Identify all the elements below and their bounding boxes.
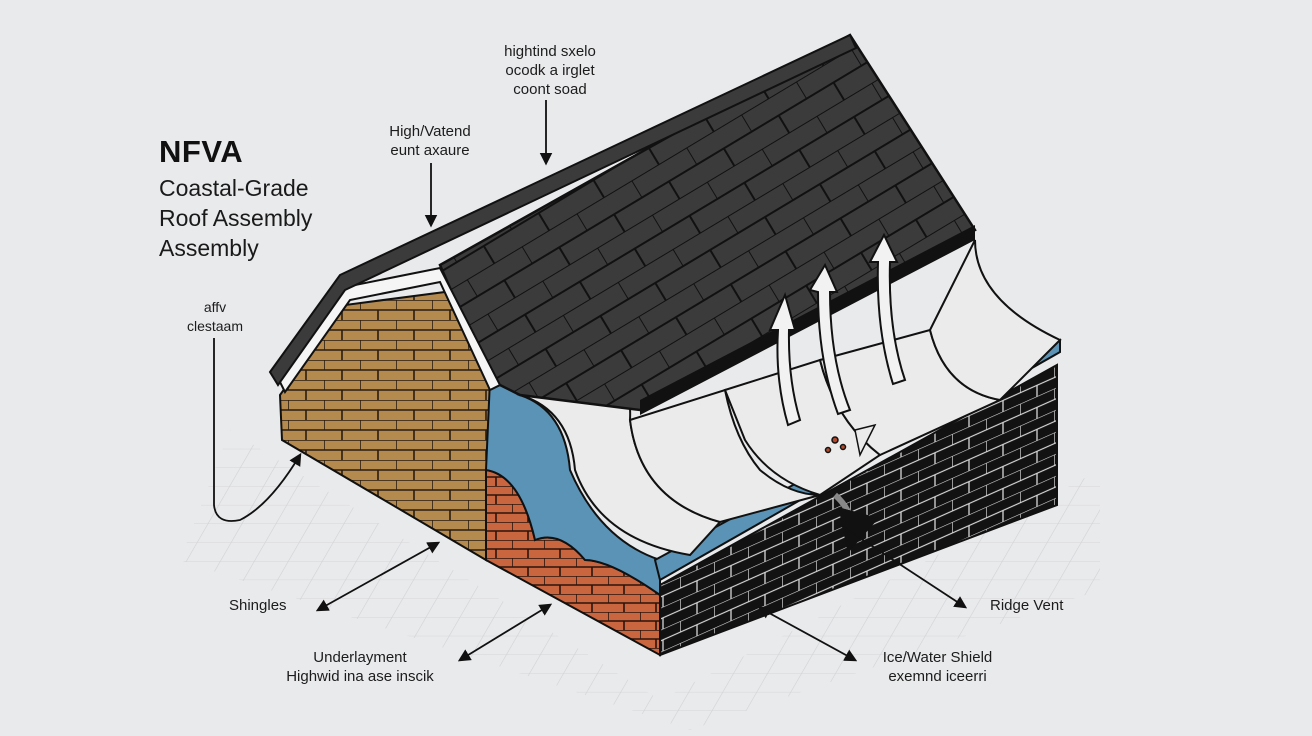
- label-underlayment-line-1: Underlayment: [313, 649, 407, 666]
- airflow-arrows: [768, 232, 907, 427]
- blue-membrane-section: [484, 378, 661, 597]
- label-shingles: Shingles: [229, 597, 287, 614]
- label-underlayment-line-2: Highwid ina ase inscik: [286, 668, 434, 685]
- callout-lines: [213, 100, 968, 662]
- title-line-2: Roof Assembly: [159, 205, 313, 231]
- title-main: NFVA: [159, 134, 244, 169]
- title-line-1: Coastal-Grade: [159, 175, 309, 201]
- gable-fascia: [276, 266, 502, 394]
- label-underlayment: Underlayment Highwid ina ase inscik: [270, 648, 450, 686]
- callout-top-right-line-2: ocodk a irglet: [505, 62, 595, 79]
- downflow-arrow: [832, 492, 879, 554]
- callout-left-line-2: clestaam: [186, 318, 244, 334]
- ground-grid: [180, 430, 1100, 730]
- callout-top-mid: High/Vatend eunt axaure: [370, 122, 490, 160]
- title-subtitle: Coastal-Grade Roof Assembly Assembly: [159, 173, 312, 263]
- label-ridge-vent: Ridge Vent: [990, 597, 1064, 614]
- label-ice-water-shield: Ice/Water Shield exemnd iceerri: [850, 648, 1025, 686]
- roof-eave-edge: [640, 225, 975, 415]
- callout-top-right: hightind sxelo ocodk a irglet coont soad: [490, 42, 610, 99]
- callout-top-mid-line-2: eunt axaure: [390, 142, 470, 159]
- ice-water-shield-bands: [516, 239, 1062, 557]
- label-ice-water-shield-line-1: Ice/Water Shield: [882, 649, 993, 666]
- callout-top-right-line-1: hightind sxelo: [504, 43, 596, 60]
- callout-top-right-line-3: coont soad: [513, 81, 587, 98]
- callout-left: affv clestaam: [170, 298, 260, 336]
- gable-rake-shingle: [268, 33, 858, 387]
- callout-top-mid-line-1: High/Vatend: [389, 123, 471, 140]
- title-line-3: Assembly: [159, 235, 259, 261]
- label-ice-water-shield-line-2: exemnd iceerri: [888, 668, 987, 685]
- callout-left-line-1: affv: [203, 299, 227, 315]
- leak-marker: [824, 423, 877, 458]
